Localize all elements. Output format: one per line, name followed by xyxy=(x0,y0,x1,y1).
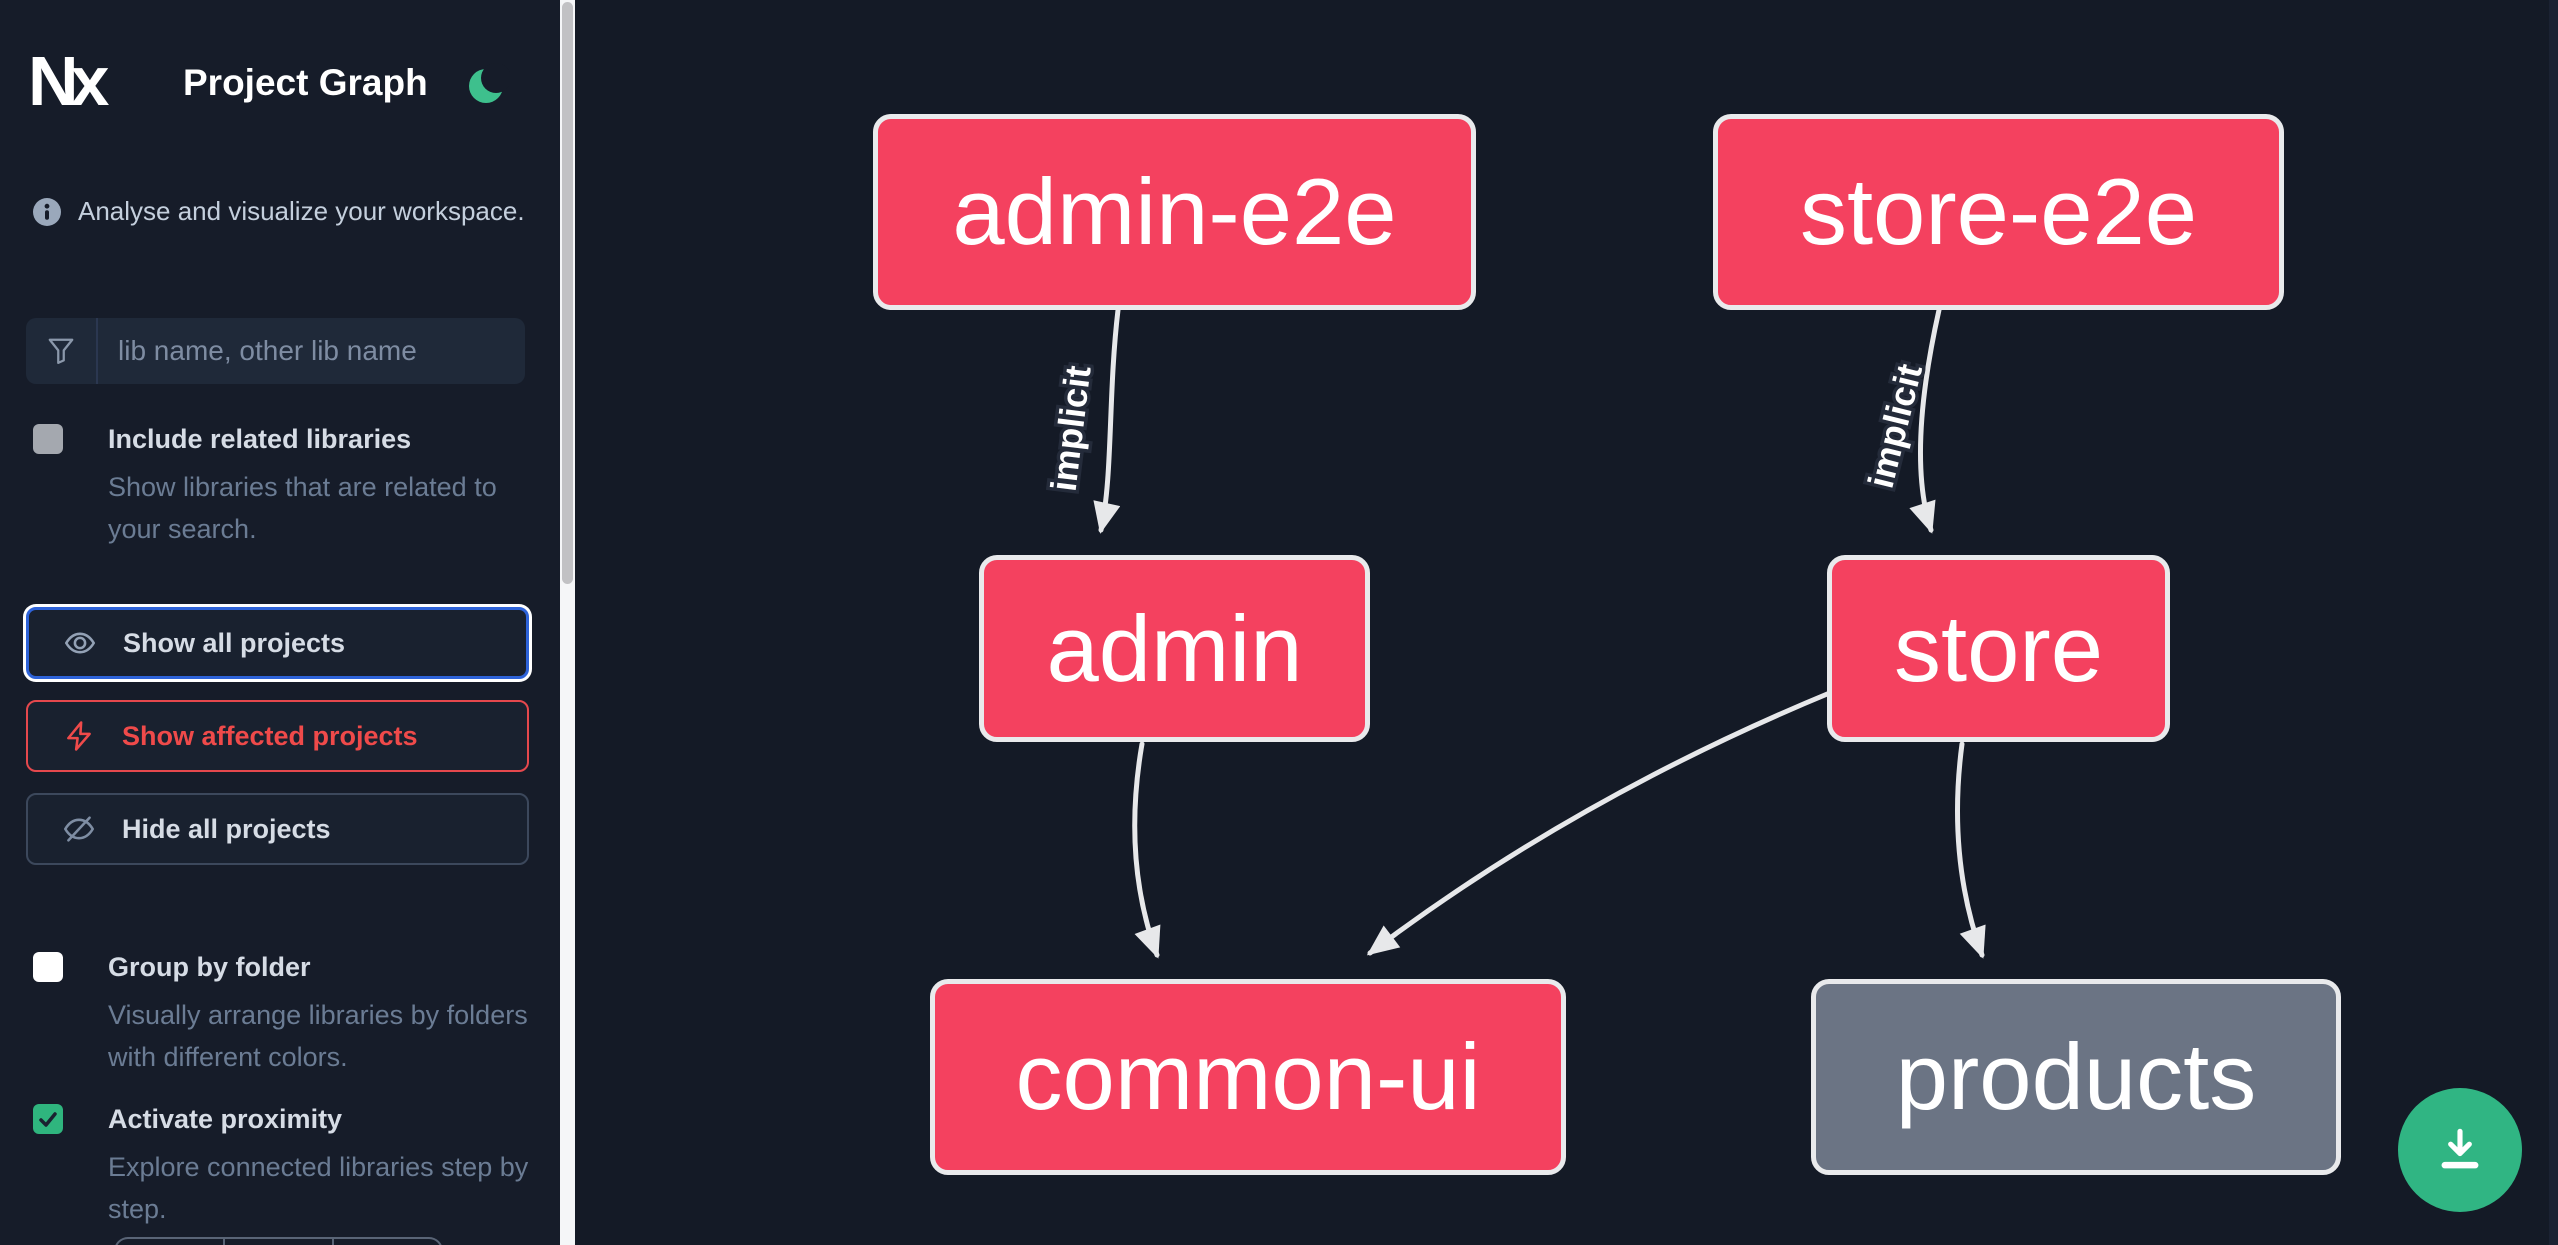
toggle-description: Explore connected libraries step by step… xyxy=(108,1152,529,1224)
check-icon xyxy=(39,1112,57,1127)
theme-toggle-moon-icon[interactable] xyxy=(466,62,511,106)
tagline-text: Analyse and visualize your workspace. xyxy=(78,196,525,226)
sidebar-scrollbar-thumb[interactable] xyxy=(562,2,573,584)
hide-all-projects-button[interactable]: Hide all projects xyxy=(26,793,529,865)
download-image-button[interactable] xyxy=(2398,1088,2522,1212)
info-icon xyxy=(33,197,61,226)
canvas-right-edge xyxy=(2549,0,2558,1245)
group-by-folder-checkbox[interactable] xyxy=(33,952,63,982)
show-all-projects-button[interactable]: Show all projects xyxy=(26,607,529,679)
include-related-checkbox[interactable] xyxy=(33,424,63,454)
tagline: Analyse and visualize your workspace. xyxy=(33,196,525,227)
eye-icon xyxy=(64,632,96,654)
graph-node-store[interactable]: store xyxy=(1827,555,2170,742)
eye-off-icon xyxy=(63,816,95,842)
moon-icon xyxy=(469,63,511,103)
toggle-description: Show libraries that are related to your … xyxy=(108,472,497,544)
sidebar-scrollbar-track xyxy=(560,0,575,1245)
graph-node-common-ui[interactable]: common-ui xyxy=(930,979,1566,1175)
toggle-label: Group by folder xyxy=(108,952,311,982)
edge-label-implicit: implicit xyxy=(1043,363,1099,493)
bolt-icon xyxy=(67,721,91,751)
edge-label-implicit: implicit xyxy=(1860,360,1930,492)
edge-store-products xyxy=(1955,741,1986,959)
show-affected-projects-button[interactable]: Show affected projects xyxy=(26,700,529,772)
sidebar: Nx Project Graph Analyse and visualize y… xyxy=(0,0,560,1245)
filter-funnel-icon xyxy=(26,318,98,384)
activate-proximity-checkbox[interactable] xyxy=(33,1104,63,1134)
edge-store-common-ui xyxy=(1366,689,1835,956)
graph-node-products[interactable]: products xyxy=(1811,979,2341,1175)
toggle-group-by-folder: Group by folder Visually arrange librari… xyxy=(33,948,533,1078)
stepper-value xyxy=(223,1239,332,1245)
button-label: Show all projects xyxy=(123,627,346,658)
proximity-depth-stepper xyxy=(114,1237,443,1245)
download-icon xyxy=(2441,1128,2479,1169)
graph-node-admin[interactable]: admin xyxy=(979,555,1370,742)
search-filter-field xyxy=(26,318,525,384)
toggle-label: Activate proximity xyxy=(108,1104,343,1134)
graph-node-admin-e2e[interactable]: admin-e2e xyxy=(873,114,1476,310)
toggle-activate-proximity: Activate proximity Explore connected lib… xyxy=(33,1100,533,1230)
node-label: common-ui xyxy=(1015,1024,1481,1129)
edge-admin-e2e-admin xyxy=(1093,307,1121,534)
toggle-include-related: Include related libraries Show libraries… xyxy=(33,420,533,550)
edge-store-e2e-store xyxy=(1909,307,1942,534)
stepper-decrement[interactable] xyxy=(116,1239,223,1245)
nx-logo: Nx xyxy=(28,42,110,120)
node-label: store-e2e xyxy=(1799,159,2198,264)
search-input[interactable] xyxy=(98,318,525,384)
edge-admin-common-ui xyxy=(1132,741,1161,959)
node-label: store xyxy=(1894,595,2103,701)
button-label: Show affected projects xyxy=(122,720,418,751)
graph-node-store-e2e[interactable]: store-e2e xyxy=(1713,114,2284,310)
node-label: admin-e2e xyxy=(952,159,1397,264)
node-label: admin xyxy=(1046,595,1303,701)
toggle-description: Visually arrange libraries by folders wi… xyxy=(108,1000,528,1072)
stepper-increment[interactable] xyxy=(332,1239,441,1245)
node-label: products xyxy=(1895,1024,2257,1129)
toggle-label: Include related libraries xyxy=(108,424,412,454)
button-label: Hide all projects xyxy=(122,813,331,844)
page-title: Project Graph xyxy=(183,62,428,103)
